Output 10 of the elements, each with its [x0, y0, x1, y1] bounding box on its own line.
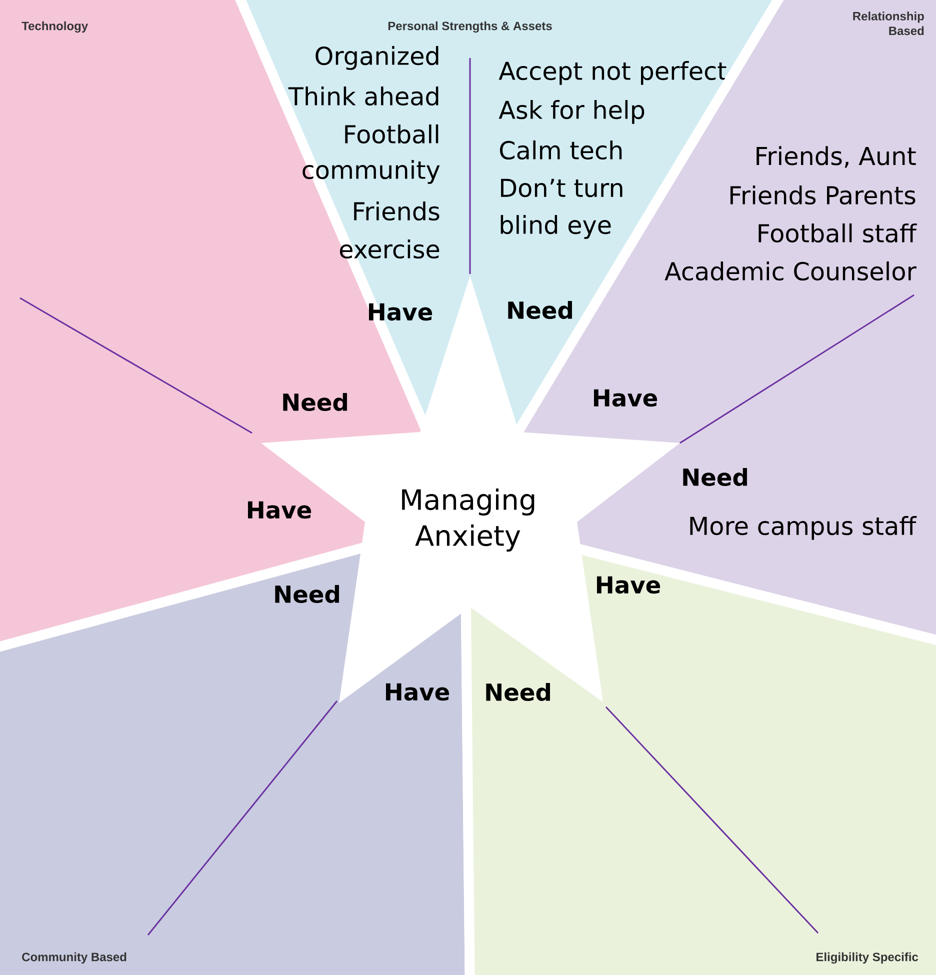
list-item: Football	[345, 124, 438, 144]
list-item: exercise	[340, 239, 440, 259]
column-label: Have	[386, 683, 450, 701]
column-label: Need	[283, 392, 347, 412]
list-item: Think ahead	[288, 86, 438, 106]
column-label: Have	[368, 303, 432, 321]
list-item: Organized	[316, 46, 438, 70]
list-item: community	[302, 160, 440, 184]
column-label: Need	[275, 584, 339, 604]
list-item: Friends	[354, 201, 440, 221]
